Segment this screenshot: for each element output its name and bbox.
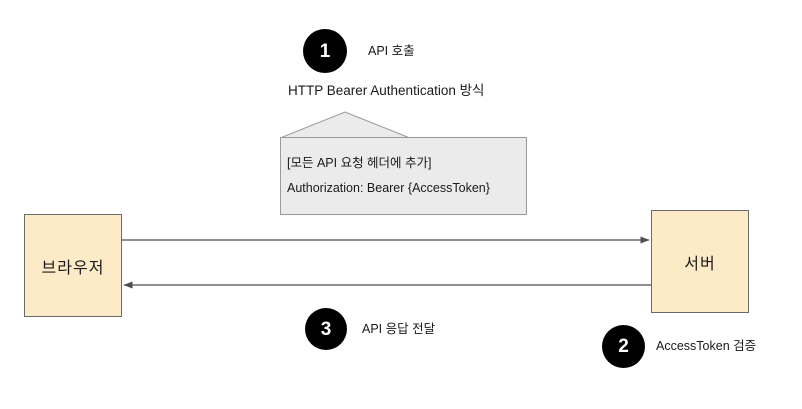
step-number-3: 3 — [320, 318, 332, 340]
node-browser-label: 브라우저 — [41, 259, 105, 277]
step-number-2: 2 — [618, 336, 629, 357]
callout-line-header: [모든 API 요청 헤더에 추가] — [287, 156, 432, 170]
callout-tail — [280, 111, 527, 139]
node-browser: 브라우저 — [24, 214, 122, 317]
step-circle-3: 3 — [305, 308, 347, 350]
step-number-1: 1 — [319, 40, 331, 62]
step-label-1: API 호출 — [368, 44, 415, 58]
callout-line-authorization: Authorization: Bearer {AccessToken} — [287, 181, 490, 195]
step-label-3: API 응답 전달 — [362, 322, 436, 336]
step-circle-1: 1 — [303, 29, 347, 73]
diagram-subtitle: HTTP Bearer Authentication 방식 — [288, 83, 485, 98]
step-label-2: AccessToken 검증 — [656, 339, 757, 353]
step-circle-2: 2 — [602, 325, 645, 368]
callout-box — [280, 137, 527, 215]
node-server-label: 서버 — [684, 255, 716, 273]
node-server: 서버 — [651, 210, 749, 313]
